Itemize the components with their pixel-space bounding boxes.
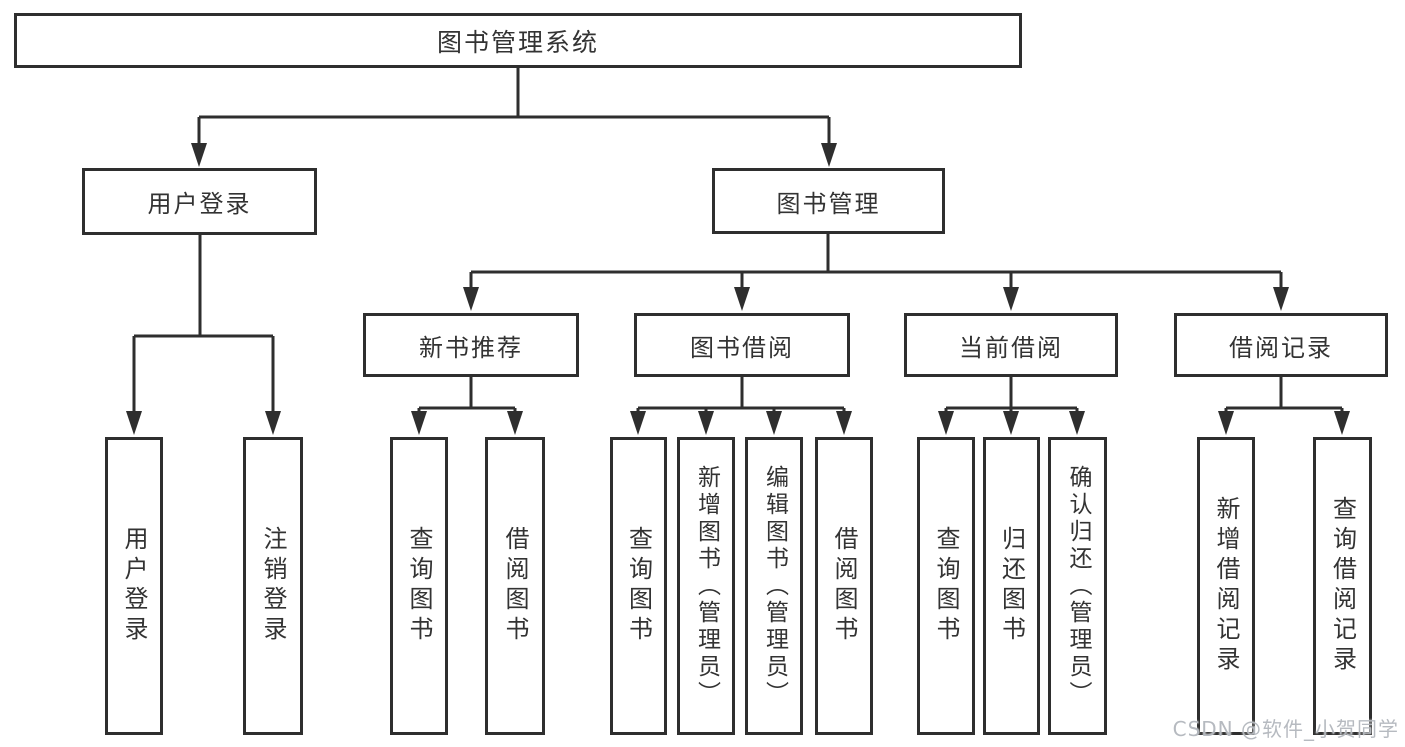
leaf-borrowing-query-books-label: 查询图书 xyxy=(624,526,653,646)
node-book-borrowing-label: 图书借阅 xyxy=(690,333,794,362)
leaf-recommend-borrow-books: 借阅图书 xyxy=(485,437,545,735)
leaf-logout-label: 注销登录 xyxy=(259,526,287,646)
leaf-current-query-books: 查询图书 xyxy=(917,437,975,735)
node-current-borrowing-label: 当前借阅 xyxy=(959,333,1063,362)
node-user-login: 用户登录 xyxy=(82,168,317,235)
leaf-confirm-return-admin: 确认归还（管理员） xyxy=(1048,437,1107,735)
leaf-return-books-label: 归还图书 xyxy=(997,526,1026,646)
node-borrowing-records-label: 借阅记录 xyxy=(1229,333,1333,362)
node-book-management: 图书管理 xyxy=(712,168,945,234)
node-book-management-label: 图书管理 xyxy=(776,189,881,218)
leaf-current-query-books-label: 查询图书 xyxy=(932,526,960,646)
leaf-user-login: 用户登录 xyxy=(105,437,163,735)
leaf-query-borrow-record: 查询借阅记录 xyxy=(1313,437,1372,735)
leaf-recommend-query-books-label: 查询图书 xyxy=(405,526,433,646)
leaf-borrow-books: 借阅图书 xyxy=(815,437,873,735)
leaf-add-borrow-record-label: 新增借阅记录 xyxy=(1212,496,1240,676)
node-user-login-label: 用户登录 xyxy=(147,190,252,218)
node-current-borrowing: 当前借阅 xyxy=(904,313,1118,377)
leaf-return-books: 归还图书 xyxy=(983,437,1040,735)
leaf-add-borrow-record: 新增借阅记录 xyxy=(1197,437,1255,735)
leaf-recommend-borrow-books-label: 借阅图书 xyxy=(501,526,529,646)
leaf-query-borrow-record-label: 查询借阅记录 xyxy=(1328,496,1357,676)
leaf-borrowing-query-books: 查询图书 xyxy=(610,437,667,735)
leaf-logout: 注销登录 xyxy=(243,437,303,735)
leaf-borrow-books-label: 借阅图书 xyxy=(830,526,858,646)
node-borrowing-records: 借阅记录 xyxy=(1174,313,1388,377)
leaf-recommend-query-books: 查询图书 xyxy=(390,437,448,735)
node-new-book-recommend-label: 新书推荐 xyxy=(419,333,523,362)
leaf-add-books-admin-label: 新增图书（管理员） xyxy=(693,464,720,708)
leaf-edit-books-admin: 编辑图书（管理员） xyxy=(745,437,803,735)
leaf-user-login-label: 用户登录 xyxy=(120,526,148,646)
watermark-text: CSDN @软件_小贺同学 xyxy=(1172,717,1399,741)
leaf-edit-books-admin-label: 编辑图书（管理员） xyxy=(761,464,788,708)
node-library-system: 图书管理系统 xyxy=(14,13,1022,68)
leaf-add-books-admin: 新增图书（管理员） xyxy=(677,437,735,735)
node-library-system-label: 图书管理系统 xyxy=(436,27,599,57)
leaf-confirm-return-admin-label: 确认归还（管理员） xyxy=(1065,464,1091,708)
node-book-borrowing: 图书借阅 xyxy=(634,313,850,377)
node-new-book-recommend: 新书推荐 xyxy=(363,313,579,377)
